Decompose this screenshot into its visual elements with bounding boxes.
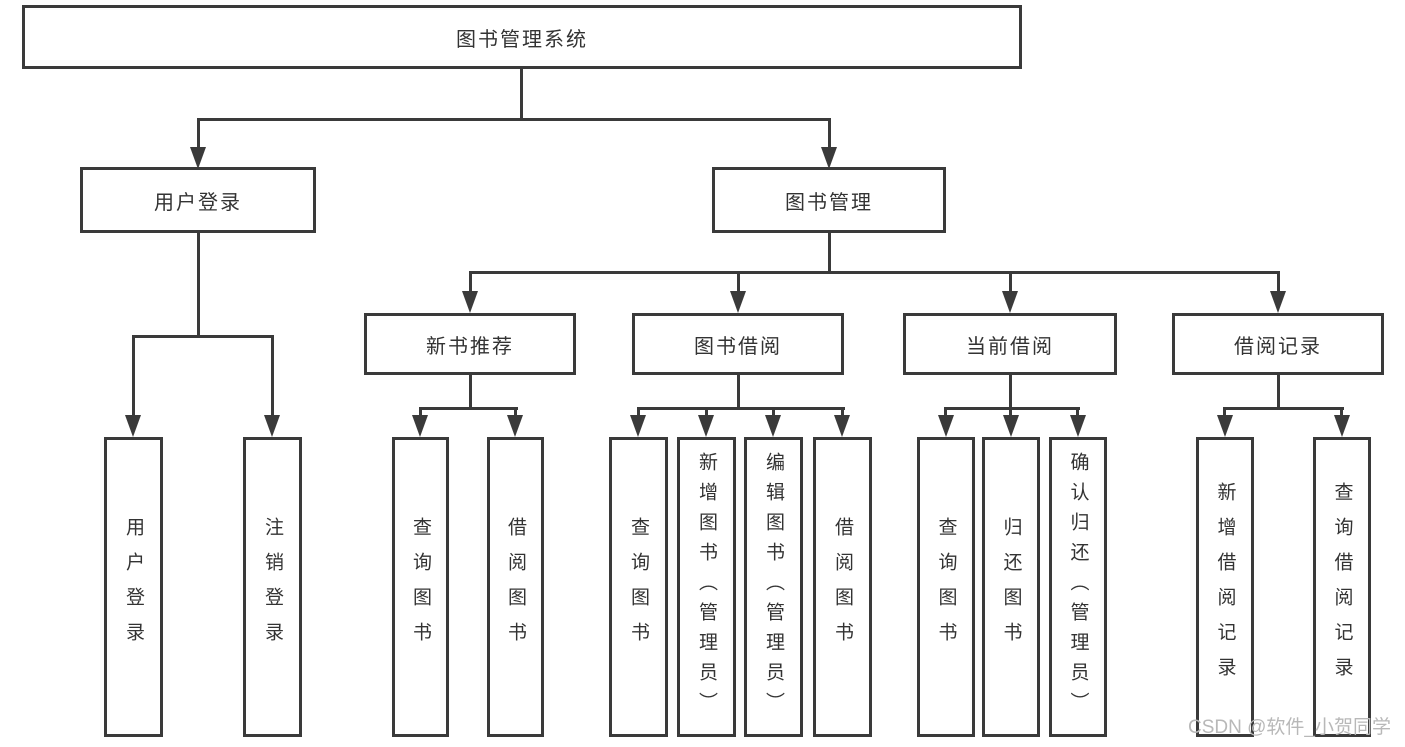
leaf-query-books-borrowing: 查询图书 [609,437,668,737]
connector-stem [132,335,135,416]
arrow-down-icon [190,147,206,169]
connector-stem [1009,407,1012,417]
arrow-down-icon [507,415,523,437]
arrow-down-icon [462,291,478,313]
connector-stem [737,271,740,293]
leaf-label: 查询图书 [628,517,649,657]
leaf-add-borrow-record: 新增借阅记录 [1196,437,1254,737]
csdn-watermark: CSDN @软件_小贺同学 [1188,717,1391,738]
arrow-down-icon [821,147,837,169]
leaf-label: 查询借阅记录 [1331,482,1353,692]
leaf-label: 用户登录 [123,517,144,657]
connector-vline [828,233,831,271]
leaf-query-books-recommend: 查询图书 [392,437,449,737]
connector-stem [514,407,517,417]
leaf-label: 编辑图书（管理员） [763,452,784,722]
connector-stem [1223,407,1226,417]
leaf-label: 查询图书 [935,517,957,657]
connector-stem [637,407,640,417]
connector-stem [1277,271,1280,293]
connector-stem [1009,271,1012,293]
connector-stem [828,118,831,149]
node-borrowing-records: 借阅记录 [1172,313,1384,375]
node-root: 图书管理系统 [22,5,1022,69]
connector-stem [772,407,775,417]
connector-stem [1076,407,1079,417]
node-new-book-recommend: 新书推荐 [364,313,576,375]
connector-vline [737,375,740,407]
connector-stem [944,407,947,417]
leaf-label: 归还图书 [1000,517,1022,657]
connector-vline [520,69,523,118]
arrow-down-icon [1070,415,1086,437]
leaf-label: 借阅图书 [505,517,526,657]
arrow-down-icon [834,415,850,437]
leaf-label: 新增图书（管理员） [696,452,717,722]
arrow-down-icon [1002,291,1018,313]
leaf-user-login: 用户登录 [104,437,163,737]
leaf-query-borrow-record: 查询借阅记录 [1313,437,1371,737]
leaf-borrow-books-recommend: 借阅图书 [487,437,544,737]
connector-hline [944,407,1080,410]
connector-vline [1009,375,1012,407]
arrow-down-icon [125,415,141,437]
connector-hline [637,407,845,410]
arrow-down-icon [412,415,428,437]
connector-hline [469,271,1280,274]
leaf-confirm-return-admin: 确认归还（管理员） [1049,437,1107,737]
leaf-add-books-admin: 新增图书（管理员） [677,437,736,737]
node-user-login: 用户登录 [80,167,316,233]
connector-hline [197,118,831,121]
connector-stem [197,118,200,149]
node-current-borrowing: 当前借阅 [903,313,1117,375]
connector-stem [1340,407,1343,417]
leaf-label: 查询图书 [410,517,431,657]
leaf-logout: 注销登录 [243,437,302,737]
arrow-down-icon [264,415,280,437]
leaf-label: 新增借阅记录 [1214,482,1236,692]
connector-hline [419,407,518,410]
connector-vline [469,375,472,407]
connector-stem [705,407,708,417]
arrow-down-icon [730,291,746,313]
node-book-borrowing: 图书借阅 [632,313,844,375]
leaf-label: 确认归还（管理员） [1067,452,1089,722]
connector-stem [419,407,422,417]
connector-stem [841,407,844,417]
node-book-management: 图书管理 [712,167,946,233]
connector-hline [1223,407,1344,410]
arrow-down-icon [765,415,781,437]
leaf-label: 借阅图书 [832,517,853,657]
arrow-down-icon [698,415,714,437]
arrow-down-icon [938,415,954,437]
leaf-query-books-current: 查询图书 [917,437,975,737]
arrow-down-icon [1217,415,1233,437]
connector-vline [1277,375,1280,407]
leaf-label: 注销登录 [262,517,283,657]
arrow-down-icon [1334,415,1350,437]
leaf-borrow-books: 借阅图书 [813,437,872,737]
leaf-return-books: 归还图书 [982,437,1040,737]
arrow-down-icon [1003,415,1019,437]
leaf-edit-books-admin: 编辑图书（管理员） [744,437,803,737]
connector-stem [469,271,472,293]
arrow-down-icon [1270,291,1286,313]
arrow-down-icon [630,415,646,437]
connector-vline [197,233,200,335]
connector-stem [271,335,274,416]
connector-hline [132,335,274,338]
